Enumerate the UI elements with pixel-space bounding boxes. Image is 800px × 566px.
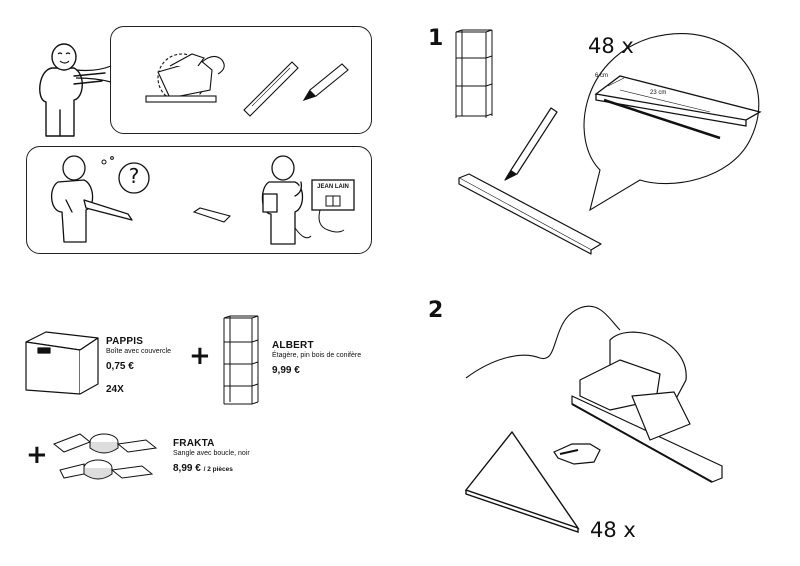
plank-marking-illustration bbox=[458, 107, 602, 255]
product-pappis-description: Boîte avec couvercle bbox=[106, 348, 171, 355]
product-frakta-price-note: / 2 pièces bbox=[203, 466, 233, 473]
product-frakta-name: FRAKTA bbox=[173, 438, 215, 449]
mascot-pointing-illustration bbox=[39, 43, 106, 137]
product-albert-name: ALBERT bbox=[272, 340, 314, 351]
question-mark: ? bbox=[128, 164, 140, 188]
plus-sign-2: + bbox=[26, 440, 48, 470]
dimension-width: 6 cm bbox=[595, 73, 609, 79]
product-pappis-price: 0,75 € bbox=[106, 361, 134, 372]
store-sign-text: JEAN LAIN bbox=[317, 184, 349, 190]
question-bubble-icon bbox=[118, 162, 150, 194]
product-pappis-name: PAPPIS bbox=[106, 336, 144, 347]
product-albert: ALBERT Étagère, pin bois de conifère 9,9… bbox=[272, 340, 392, 376]
shelf-unit-icon bbox=[455, 29, 493, 118]
ruler-icon bbox=[243, 61, 299, 117]
product-frakta-price-row: 8,99 € / 2 pièces bbox=[173, 463, 313, 474]
confused-mascot-illustration bbox=[51, 155, 133, 243]
step-2-number: 2 bbox=[428, 298, 444, 323]
plus-sign: + bbox=[189, 341, 211, 371]
product-frakta-description: Sangle avec boucle, noir bbox=[173, 450, 250, 457]
product-frakta-price: 8,99 € bbox=[173, 463, 201, 474]
step-2-count: 48 x bbox=[590, 518, 636, 542]
measurement-bubble bbox=[583, 33, 762, 212]
store-sign-icon bbox=[311, 179, 355, 233]
step-1-count: 48 x bbox=[588, 34, 634, 58]
strap-frakta-icon bbox=[53, 433, 158, 480]
circular-saw-icon bbox=[145, 53, 225, 103]
hand-pointing-icon bbox=[553, 443, 601, 465]
storage-box-icon bbox=[25, 331, 99, 395]
product-albert-price: 9,99 € bbox=[272, 365, 300, 376]
shelf-albert-icon bbox=[223, 315, 259, 405]
product-pappis: PAPPIS Boîte avec couvercle 0,75 € 24X bbox=[106, 336, 216, 395]
tools-panel bbox=[110, 26, 372, 134]
product-frakta: FRAKTA Sangle avec boucle, noir 8,99 € /… bbox=[173, 438, 313, 474]
product-albert-description: Étagère, pin bois de conifère bbox=[272, 352, 362, 359]
pencil-icon bbox=[302, 63, 349, 101]
shopping-mascot-illustration bbox=[261, 155, 312, 245]
wood-plank-small-icon bbox=[192, 207, 232, 223]
product-pappis-quantity: 24X bbox=[106, 384, 124, 395]
step-1-number: 1 bbox=[428, 26, 444, 51]
lumber-store-panel bbox=[26, 146, 372, 254]
circular-saw-cutting-illustration bbox=[465, 305, 723, 483]
dimension-length: 23 cm bbox=[650, 90, 667, 96]
triangle-piece-icon bbox=[464, 430, 580, 533]
speech-tail bbox=[75, 65, 112, 83]
